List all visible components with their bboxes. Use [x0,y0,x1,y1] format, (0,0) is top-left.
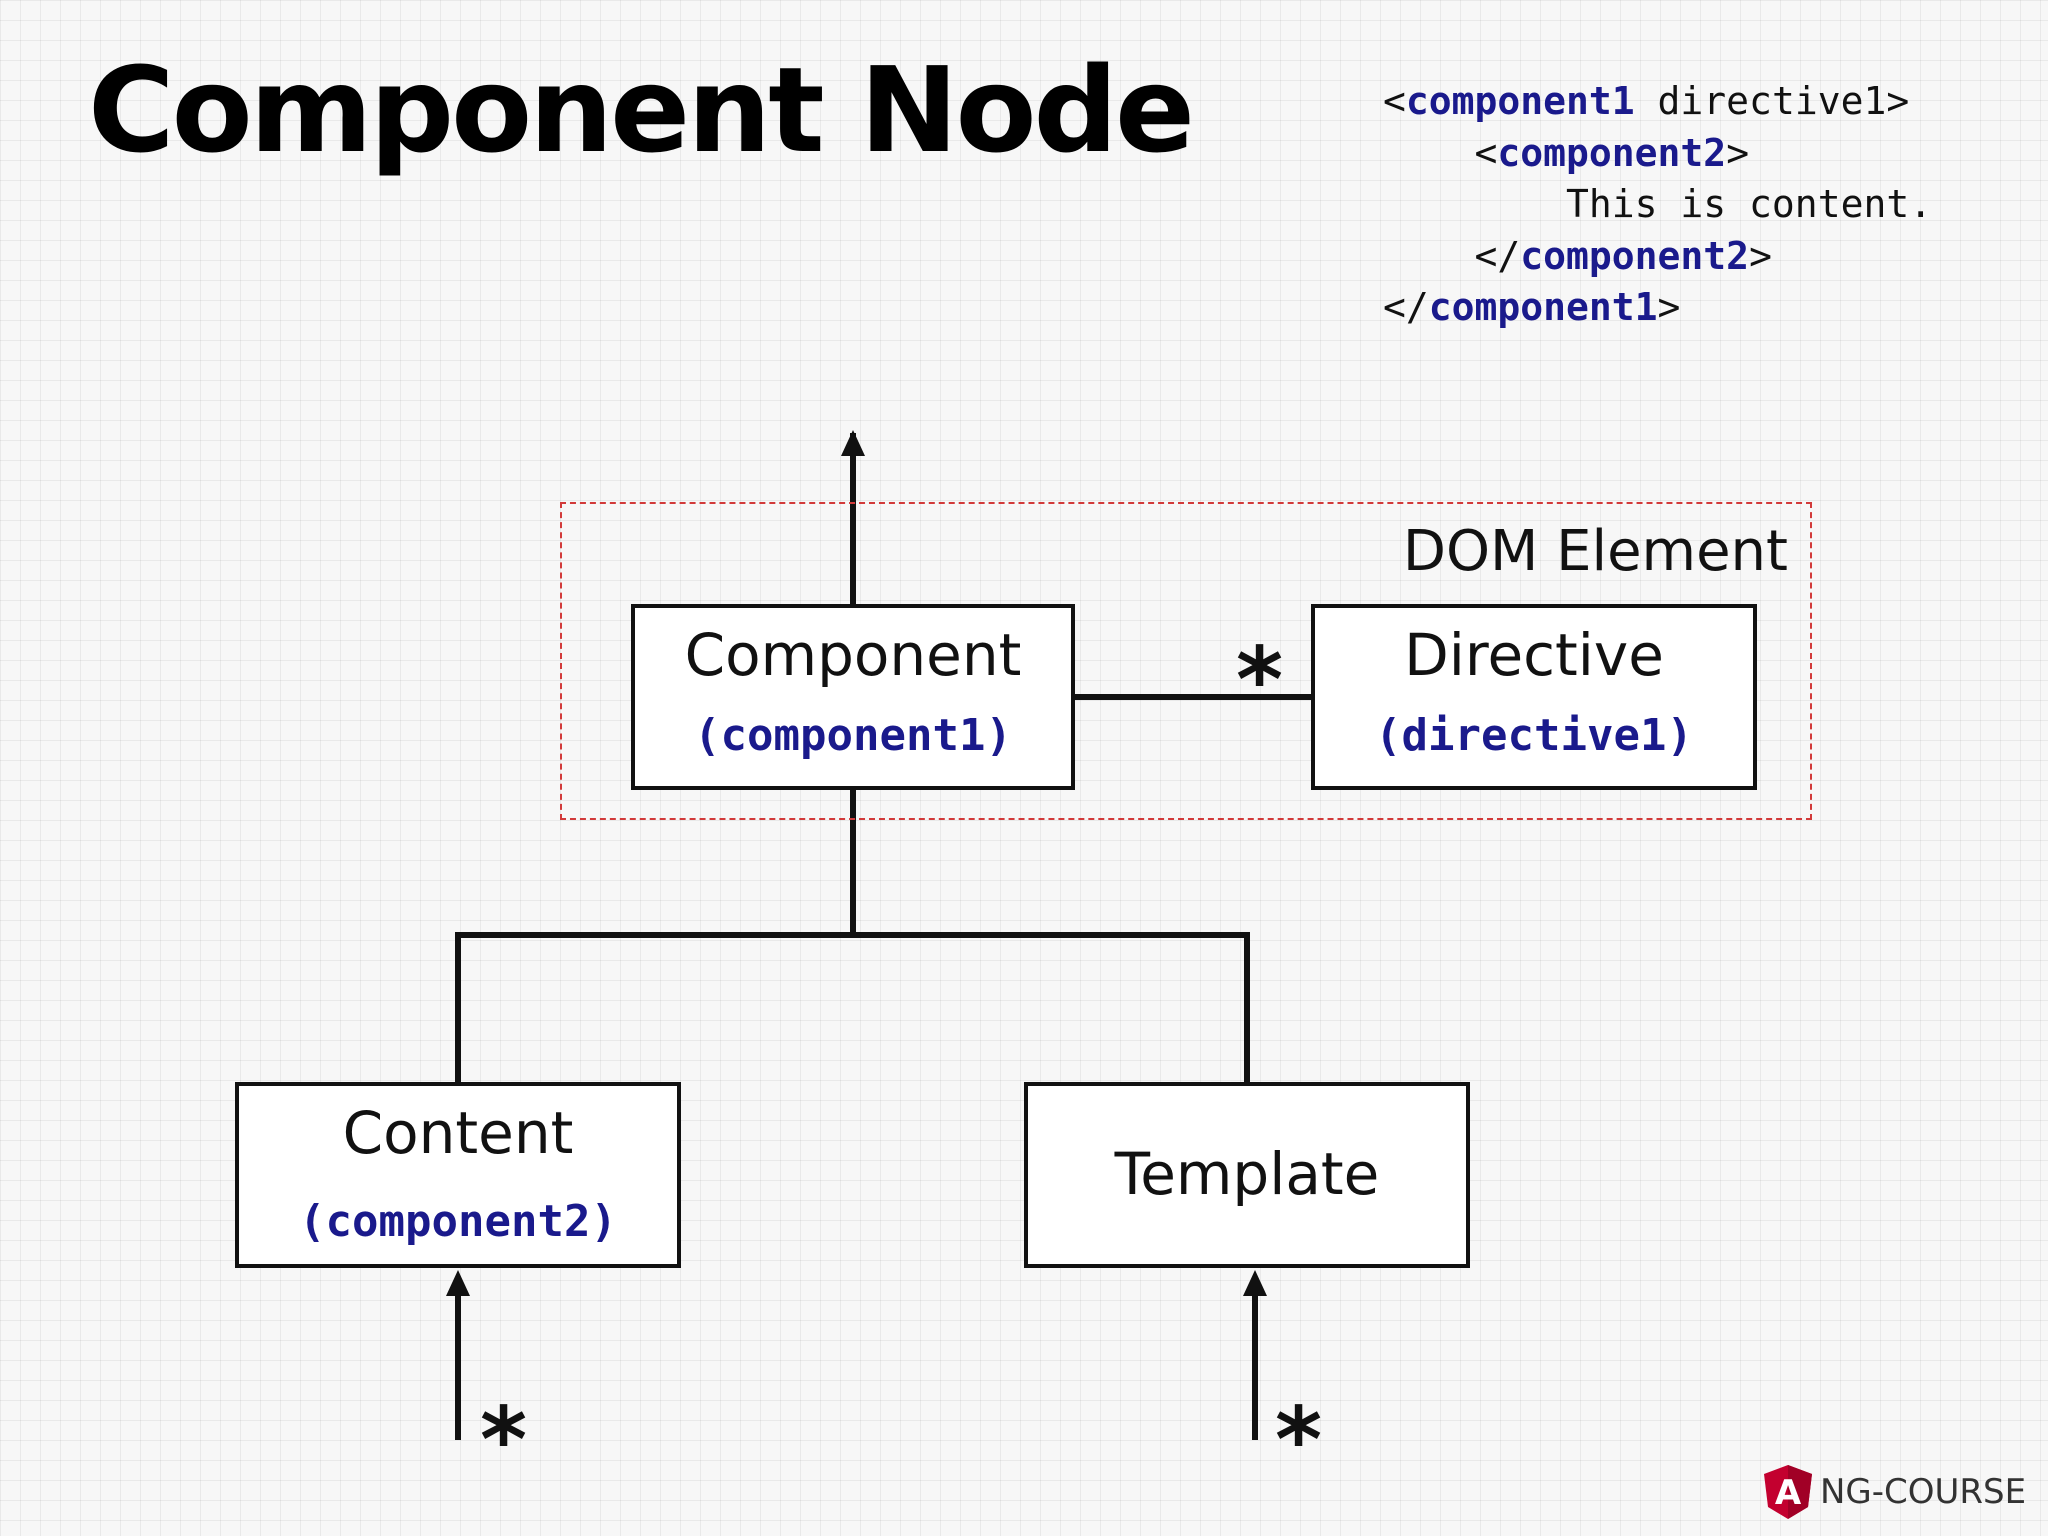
node-name: Content [342,1099,574,1167]
arrowhead-up-icon [1243,1270,1267,1296]
directive-node: Directive (directive1) [1311,604,1757,790]
logo-letter: A [1775,1473,1802,1513]
page-title: Component Node [88,41,1195,179]
code-tag: component1 [1428,285,1658,329]
code-line-1: <component1 directive1> [1383,79,1910,123]
arrowhead-up-icon [446,1270,470,1296]
node-selector: (directive1) [1375,709,1693,761]
brand-logo: A NG-COURSE [1762,1463,2026,1521]
multiplicity-directive: * [1236,628,1284,733]
code-line-5: </component1> [1383,285,1681,329]
node-name: Directive [1404,621,1664,689]
code-snippet: <component1 directive1> <component2> Thi… [1383,76,1932,334]
angular-shield-icon: A [1764,1465,1812,1519]
code-tag: component2 [1520,233,1750,278]
content-node: Content (component2) [235,1082,681,1268]
component-node: Component (component1) [631,604,1075,790]
template-node: Template [1024,1082,1470,1268]
multiplicity-template: * [1275,1388,1323,1493]
dom-element-region: DOM Element [560,502,1812,820]
node-name: Template [1114,1140,1380,1209]
code-tag: component1 [1405,79,1635,123]
multiplicity-content: * [480,1388,528,1493]
node-name: Component [684,621,1022,689]
node-selector: (component2) [299,1195,617,1247]
arrowhead-up-icon [841,430,865,456]
code-tag: component2 [1497,130,1727,175]
node-selector: (component1) [694,709,1012,761]
code-line-2: <component2> [1474,130,1750,175]
code-line-3: This is content. [1566,182,1933,226]
dom-element-label: DOM Element [1402,519,1788,584]
code-line-4: </component2> [1474,233,1772,278]
brand-text: NG-COURSE [1820,1472,2027,1512]
